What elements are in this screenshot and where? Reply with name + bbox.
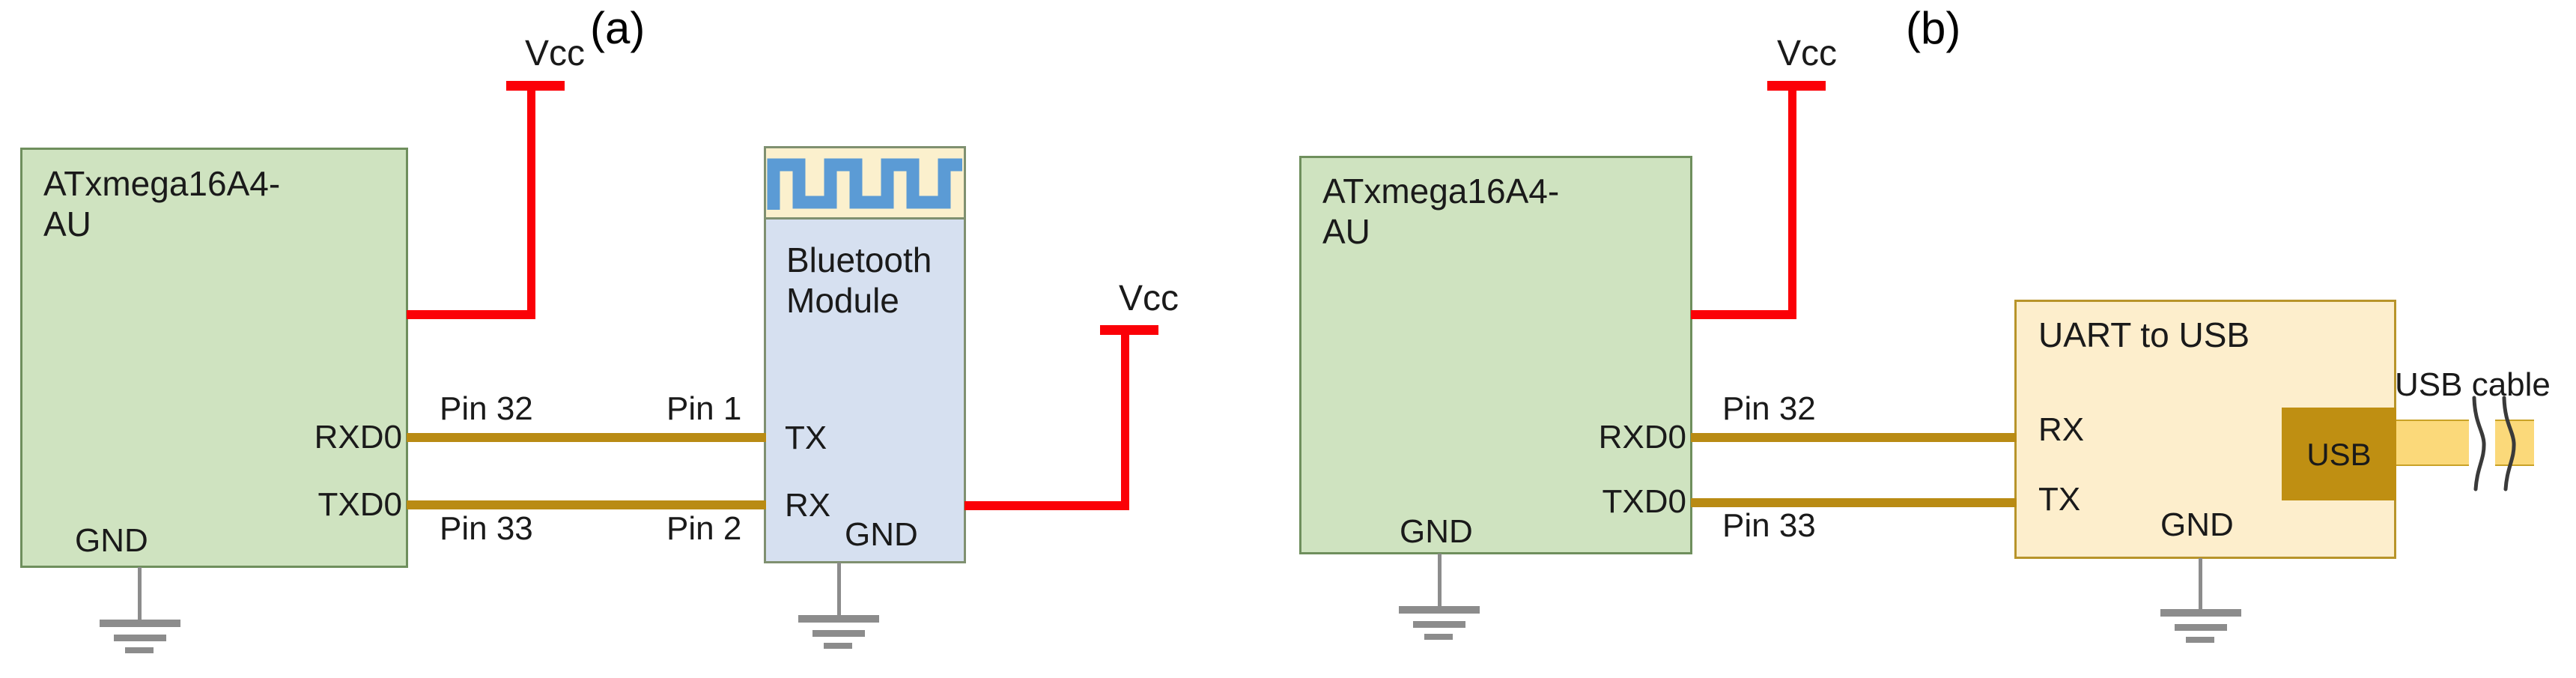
uart-pin-rx: RX	[2038, 411, 2085, 448]
signal-wire-rxd0-tx-a	[407, 433, 766, 442]
bluetooth-module-label: Bluetooth Module	[786, 240, 932, 321]
bluetooth-gnd-bar1	[798, 615, 879, 623]
vcc-label-mcu-a: Vcc	[525, 34, 586, 73]
wire-label-pin1-a: Pin 1	[666, 390, 742, 427]
mcu-gnd-label-a: GND	[75, 522, 148, 559]
uart-gnd-bar1	[2160, 609, 2241, 617]
wire-label-pin32-b: Pin 32	[1722, 390, 1816, 427]
vcc-wire-mcu-a	[407, 310, 535, 319]
mcu-block-a	[20, 148, 408, 568]
vcc-bar-mcu-a	[506, 81, 565, 91]
usb-cable-left-segment	[2396, 420, 2469, 466]
signal-wire-rxd0-rx-b	[1691, 433, 2017, 442]
mcu-pin-rxd0-b: RXD0	[1598, 419, 1686, 455]
signal-wire-txd0-tx-b	[1691, 498, 2017, 507]
uart-gnd-label: GND	[2160, 506, 2234, 543]
usb-cable-break-symbol	[2461, 395, 2536, 492]
vcc-stem-mcu-b	[1788, 81, 1796, 319]
wire-label-pin32-a: Pin 32	[440, 390, 533, 427]
mcu-pin-txd0-a: TXD0	[318, 486, 402, 523]
uart-gnd-stem	[2199, 558, 2202, 611]
mcu-gnd-bar3-a	[125, 647, 154, 653]
bluetooth-gnd-bar3	[824, 643, 852, 649]
wire-label-pin2-a: Pin 2	[666, 510, 742, 547]
vcc-label-bluetooth: Vcc	[1119, 279, 1179, 318]
bluetooth-pin-rx: RX	[785, 487, 831, 524]
mcu-gnd-bar1-a	[100, 620, 180, 627]
bluetooth-gnd-label: GND	[845, 516, 918, 553]
uart-gnd-bar2	[2175, 624, 2227, 631]
vcc-wire-bluetooth	[965, 501, 1129, 510]
usb-connector	[2282, 408, 2396, 500]
vcc-bar-bluetooth	[1100, 325, 1158, 335]
mcu-pin-rxd0-a: RXD0	[314, 419, 402, 455]
mcu-gnd-bar1-b	[1399, 606, 1480, 614]
mcu-gnd-bar3-b	[1424, 634, 1453, 640]
mcu-label-b: ATxmega16A4- AU	[1322, 172, 1560, 252]
bluetooth-antenna-area	[764, 146, 966, 220]
mcu-gnd-label-b: GND	[1400, 513, 1473, 550]
panel-a-caption: (a)	[590, 3, 645, 53]
uart-to-usb-label: UART to USB	[2038, 315, 2250, 354]
usb-cable-label: USB cable	[2395, 366, 2551, 403]
mcu-block-b	[1299, 156, 1692, 554]
vcc-wire-mcu-b	[1691, 310, 1796, 319]
wire-label-pin33-a: Pin 33	[440, 510, 533, 547]
vcc-label-mcu-b: Vcc	[1777, 34, 1838, 73]
mcu-pin-txd0-b: TXD0	[1602, 483, 1686, 520]
bluetooth-pin-tx: TX	[785, 420, 827, 456]
vcc-bar-mcu-b	[1767, 81, 1826, 91]
vcc-stem-bluetooth	[1121, 325, 1129, 509]
uart-gnd-bar3	[2186, 637, 2214, 643]
signal-wire-txd0-rx-a	[407, 500, 766, 509]
mcu-gnd-stem-a	[138, 567, 142, 621]
mcu-gnd-bar2-b	[1413, 621, 1465, 628]
mcu-gnd-bar2-a	[114, 635, 166, 641]
vcc-stem-mcu-a	[527, 81, 535, 319]
mcu-gnd-stem-b	[1438, 554, 1442, 608]
usb-connector-label: USB	[2306, 437, 2372, 472]
bluetooth-module-block	[764, 220, 966, 563]
bluetooth-gnd-bar2	[812, 630, 865, 637]
wire-label-pin33-b: Pin 33	[1722, 507, 1816, 544]
bluetooth-gnd-stem	[837, 563, 841, 617]
mcu-label-a: ATxmega16A4- AU	[43, 164, 281, 244]
panel-b-caption: (b)	[1906, 3, 1961, 53]
uart-pin-tx: TX	[2038, 481, 2081, 518]
